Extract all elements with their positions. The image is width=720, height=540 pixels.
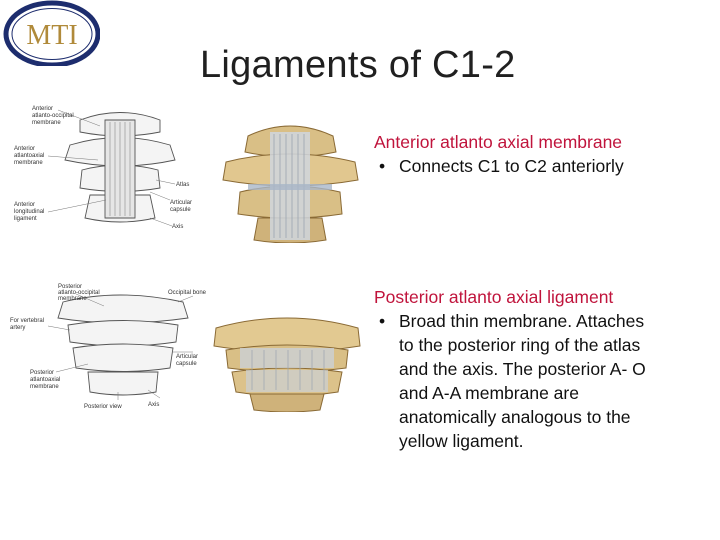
diagram-label: membrane <box>32 120 61 126</box>
mti-logo: MTI <box>2 0 101 68</box>
diagram-label: membrane <box>14 160 43 166</box>
diagram-label: Atlas <box>176 182 189 188</box>
diagram-label: Axis <box>172 224 183 230</box>
diagram-label: Articular <box>170 200 192 206</box>
posterior-anatomy-illustration <box>212 312 362 412</box>
diagram-label: capsule <box>170 207 191 213</box>
bullet-text-line: and A-A membrane are <box>399 383 579 403</box>
bullet-item: • Connects C1 to C2 anteriorly <box>374 154 714 178</box>
diagram-label: Occipital bone <box>168 290 207 296</box>
posterior-ligament-section: Posterior atlanto axial ligament • Broad… <box>374 285 714 453</box>
page-title: Ligaments of C1-2 <box>200 44 516 86</box>
diagram-label: membrane <box>30 384 59 390</box>
bullet-text: Connects C1 to C2 anteriorly <box>399 156 624 176</box>
diagram-label: atlantoaxial <box>30 377 60 383</box>
diagram-label: Anterior <box>14 202 35 208</box>
diagram-label: capsule <box>176 361 197 367</box>
bullet-marker: • <box>379 156 386 176</box>
diagram-label: longitudinal <box>14 209 44 215</box>
anterior-anatomy-illustration <box>218 118 363 243</box>
diagram-label: ligament <box>14 216 37 222</box>
bullet-text-line: anatomically analogous to the <box>399 407 631 427</box>
section-heading: Posterior atlanto axial ligament <box>374 287 614 307</box>
diagram-label: For vertebral <box>10 318 44 324</box>
diagram-label: Axis <box>148 402 159 408</box>
bullet-marker: • <box>379 311 386 331</box>
diagram-label: Anterior <box>32 106 53 112</box>
anterior-line-diagram: Anterior atlanto-occipital membrane Ante… <box>10 100 210 240</box>
diagram-label: atlanto-occipital <box>58 290 100 296</box>
diagram-label: artery <box>10 325 25 331</box>
bullet-item: • Broad thin membrane. Attaches to the p… <box>374 309 714 453</box>
logo-emblem: MTI <box>3 0 101 68</box>
anterior-membrane-section: Anterior atlanto axial membrane • Connec… <box>374 130 714 178</box>
diagram-label: Posterior view <box>84 404 122 410</box>
diagram-label: atlantoaxial <box>14 153 44 159</box>
section-heading: Anterior atlanto axial membrane <box>374 132 623 152</box>
bullet-text-line: yellow ligament. <box>399 431 524 451</box>
diagram-label: Articular <box>176 354 198 360</box>
logo-text: MTI <box>26 20 77 51</box>
bullet-text-line: Broad thin membrane. Attaches <box>399 311 645 331</box>
posterior-line-diagram: Posterior atlanto-occipital membrane Occ… <box>8 280 208 415</box>
diagram-label: membrane <box>58 296 87 302</box>
bullet-text-line: and the axis. The posterior A- O <box>399 359 646 379</box>
diagram-label: Anterior <box>14 146 35 152</box>
diagram-label: Posterior <box>30 370 54 376</box>
bullet-text-line: to the posterior ring of the atlas <box>399 335 641 355</box>
diagram-label: Posterior <box>58 284 82 290</box>
diagram-label: atlanto-occipital <box>32 113 74 119</box>
